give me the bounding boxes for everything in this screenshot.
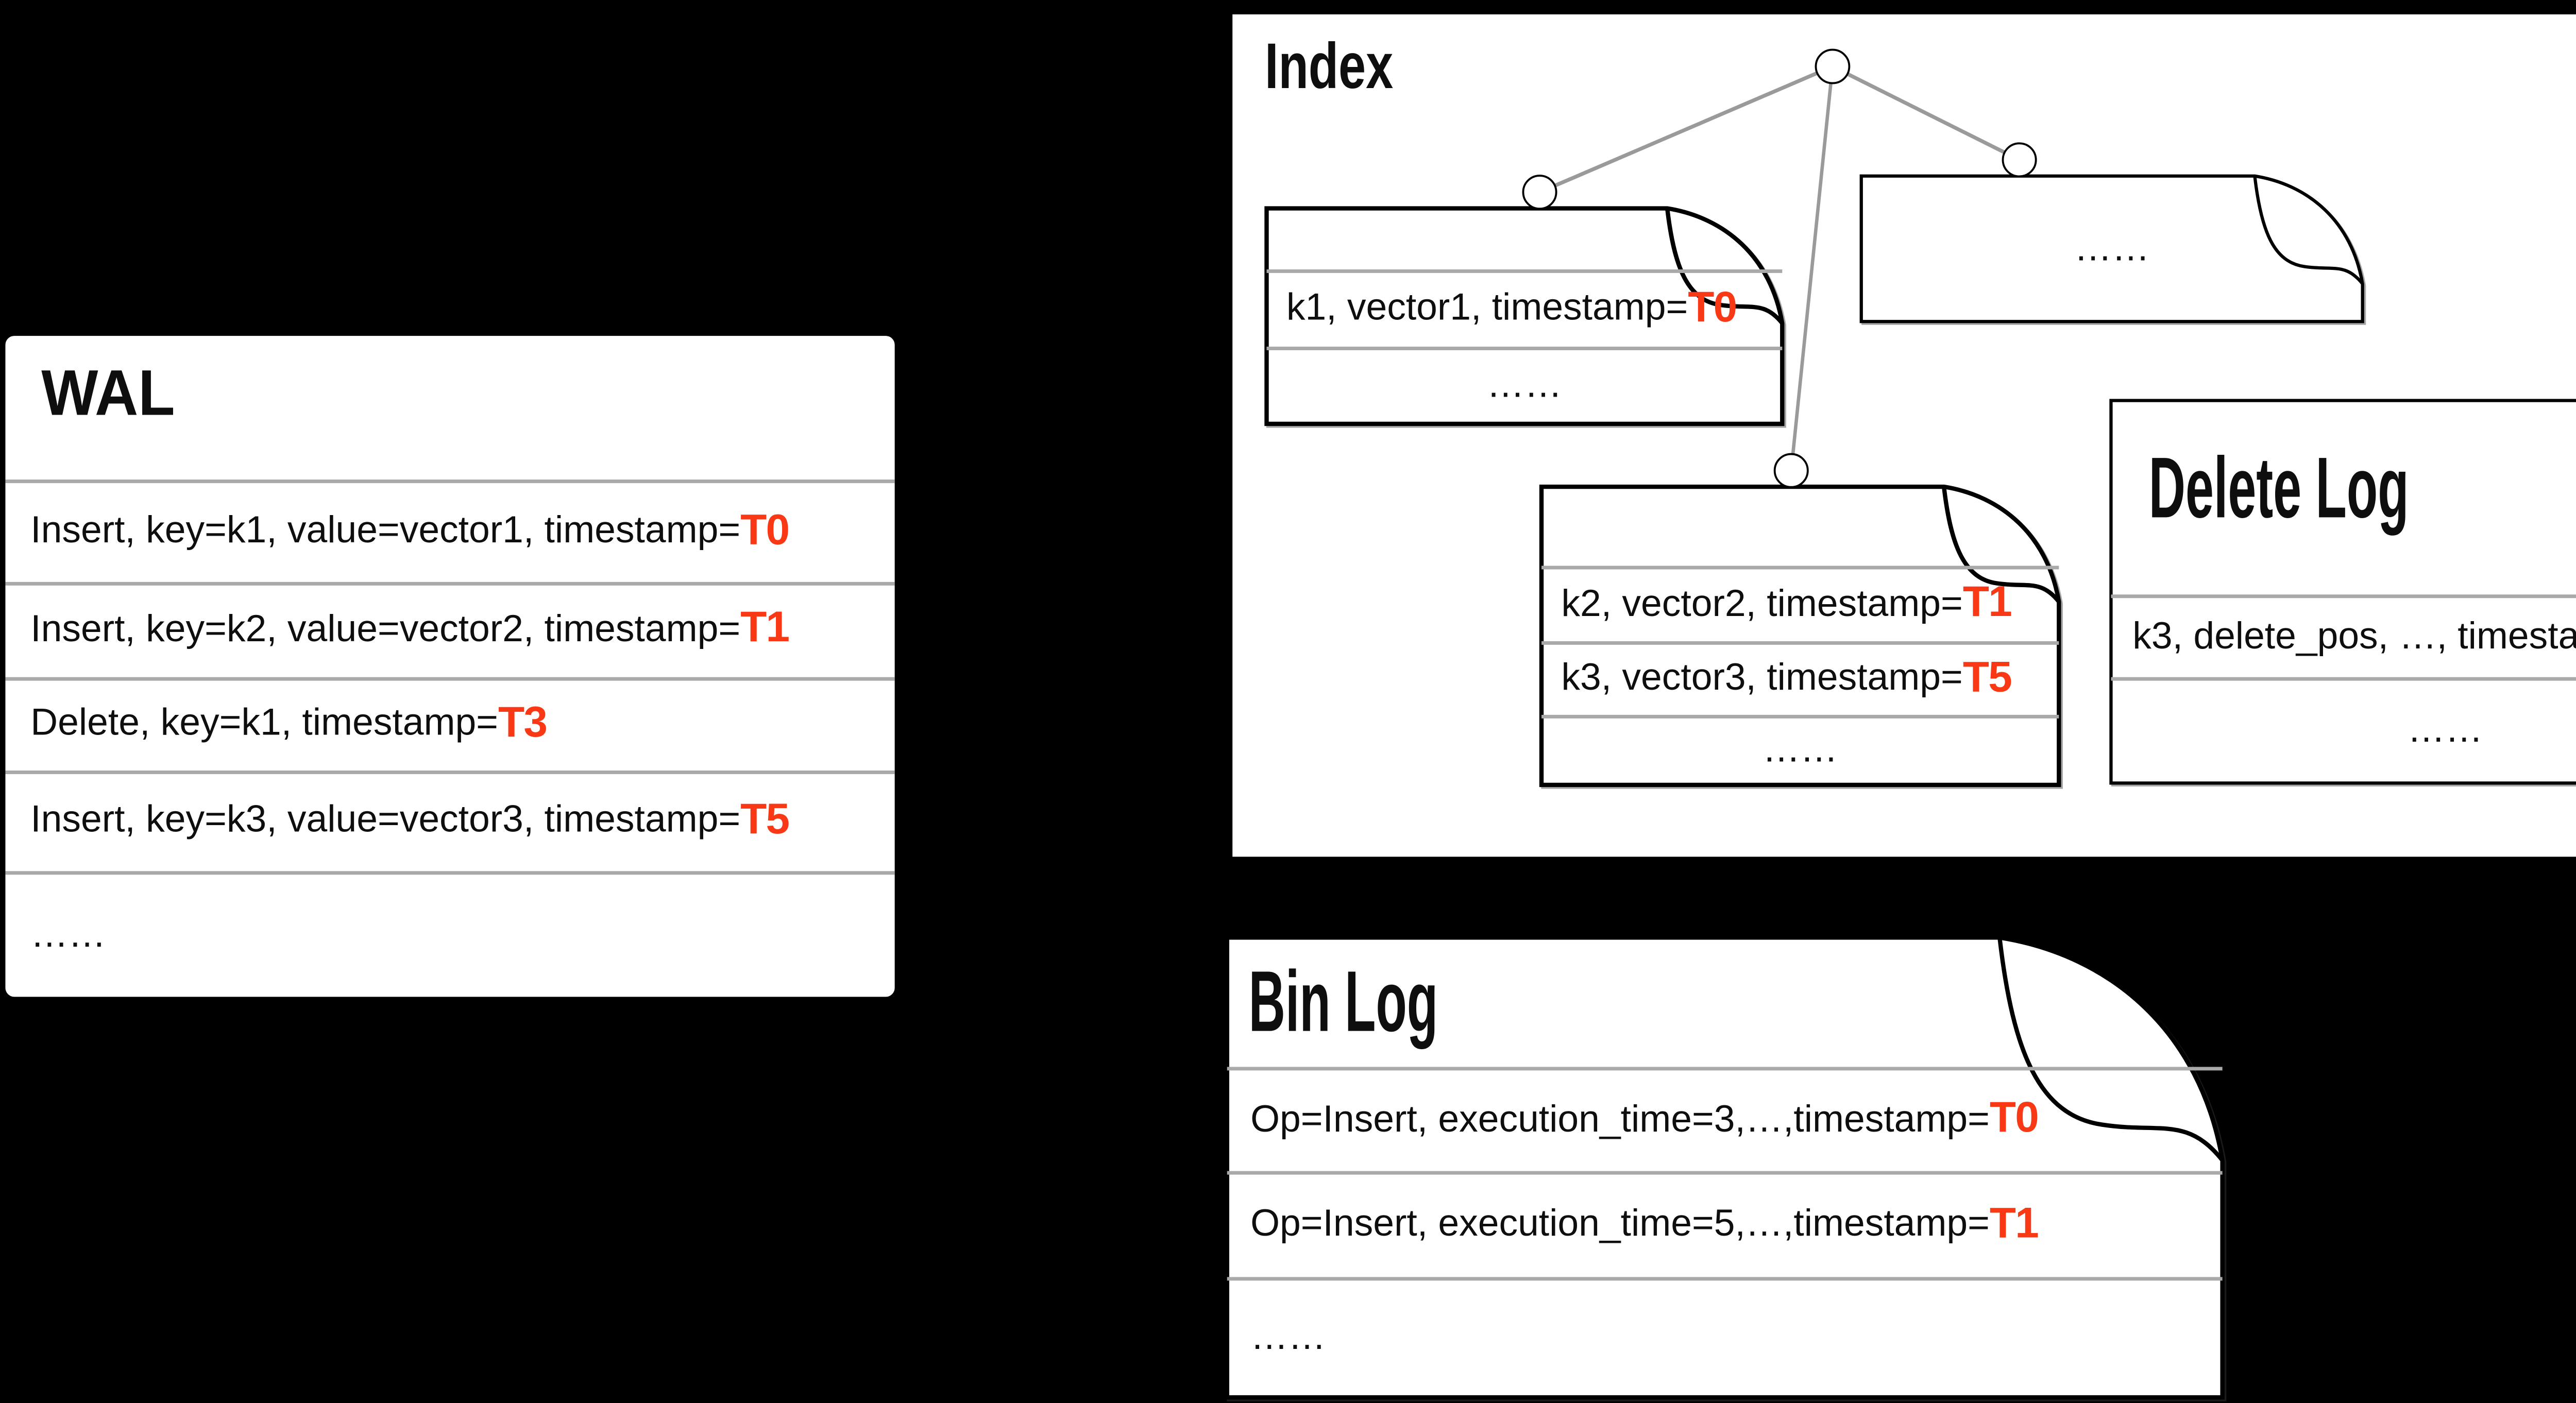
timestamp-value: T0 [1989,1093,2039,1142]
ellipsis: …… [1250,1316,1326,1358]
segment-row: k1, vector1, timestamp=T0 [1266,269,1782,347]
segment-row: k2, vector2, timestamp=T1 [1541,566,2059,641]
wal-row: Insert, key=k1, value=vector1, timestamp… [5,480,894,582]
wal-row-text: Insert, key=k1, value=vector1, timestamp… [30,510,741,552]
wal-row: Insert, key=k3, value=vector3, timestamp… [5,769,894,871]
index-segment-file-k2k3: k2, vector2, timestamp=T1 k3, vector3, t… [1539,484,2061,788]
ellipsis: …… [1762,729,1838,771]
timestamp-value: T1 [1989,1199,2039,1247]
segment-row-ellipsis: …… [1861,175,2363,320]
separator [1227,1067,2223,1071]
file-shape-folded-corner [1859,173,2364,322]
ellipsis: …… [2074,227,2150,269]
delete-log-row-ellipsis: …… [2111,677,2576,783]
file-shape-folded-corner [2109,399,2576,785]
delete-log-title: Delete Log [2148,441,2409,537]
separator [1541,566,2059,570]
wal-row-ellipsis: …… [5,871,894,997]
separator [5,769,895,774]
index-segment-file-more: …… [1859,173,2364,322]
separator [1541,641,2059,646]
file-shape-folded-corner [1264,206,1785,426]
ellipsis: …… [1486,364,1563,406]
bin-log-row: Op=Insert, execution_time=3,…,timestamp=… [1227,1067,2223,1171]
bin-log-row: Op=Insert, execution_time=5,…,timestamp=… [1227,1171,2223,1277]
wal-row-text: Delete, key=k1, timestamp= [30,702,498,744]
segment-row-text: k2, vector2, timestamp= [1561,583,1963,624]
bin-log-row-text: Op=Insert, execution_time=3,…,timestamp= [1250,1098,1990,1140]
segment-row: k3, vector3, timestamp=T5 [1541,641,2059,715]
separator [2111,594,2576,599]
delete-log-row-text: k3, delete_pos, …, timestamp= [2132,615,2576,657]
index-segment-file-k1: k1, vector1, timestamp=T0 …… [1264,206,1785,426]
separator [2111,677,2576,682]
separator [1227,1171,2223,1175]
separator [5,480,895,484]
timestamp-value: T5 [1962,653,2012,701]
wal-title: WAL [41,355,175,430]
separator [1266,269,1783,274]
ellipsis: …… [30,913,106,955]
wal-row-text: Insert, key=k3, value=vector3, timestamp… [30,799,741,841]
separator [5,581,895,587]
file-shape-folded-corner [1539,484,2061,788]
segment-row-text: k3, vector3, timestamp= [1561,657,1963,699]
wal-row-text: Insert, key=k2, value=vector2, timestamp… [30,608,741,650]
wal-row: Insert, key=k2, value=vector2, timestamp… [5,582,894,676]
delete-log-file: Delete Log k3, delete_pos, …, timestamp=… [2109,399,2576,785]
separator [5,871,895,876]
file-shape-folded-corner [1225,935,2225,1400]
bin-log-row-ellipsis: …… [1227,1277,2223,1397]
wal-row: Delete, key=k1, timestamp=T3 [5,676,894,769]
timestamp-value: T1 [1962,578,2012,627]
timestamp-value: T5 [740,795,790,844]
timestamp-value: T0 [740,505,790,554]
timestamp-value: T0 [1688,283,1737,332]
segment-row-ellipsis: …… [1541,715,2059,785]
index-title: Index [1264,28,1394,102]
ellipsis: …… [2407,709,2483,751]
bin-log-title: Bin Log [1248,955,1438,1051]
segment-row-ellipsis: …… [1266,347,1782,424]
timestamp-value: T3 [498,697,548,746]
segment-row-text: k1, vector1, timestamp= [1286,287,1688,329]
separator [1227,1277,2223,1281]
separator [1541,714,2059,720]
timestamp-value: T1 [740,604,790,653]
bin-log-row-text: Op=Insert, execution_time=5,…,timestamp= [1250,1203,1990,1245]
wal-panel: WAL Insert, key=k1, value=vector1, times… [5,336,895,997]
separator [5,676,895,681]
bin-log-file: Bin Log Op=Insert, execution_time=3,…,ti… [1225,935,2225,1400]
separator [1266,347,1783,351]
delete-log-row: k3, delete_pos, …, timestamp=T3 [2111,594,2576,677]
